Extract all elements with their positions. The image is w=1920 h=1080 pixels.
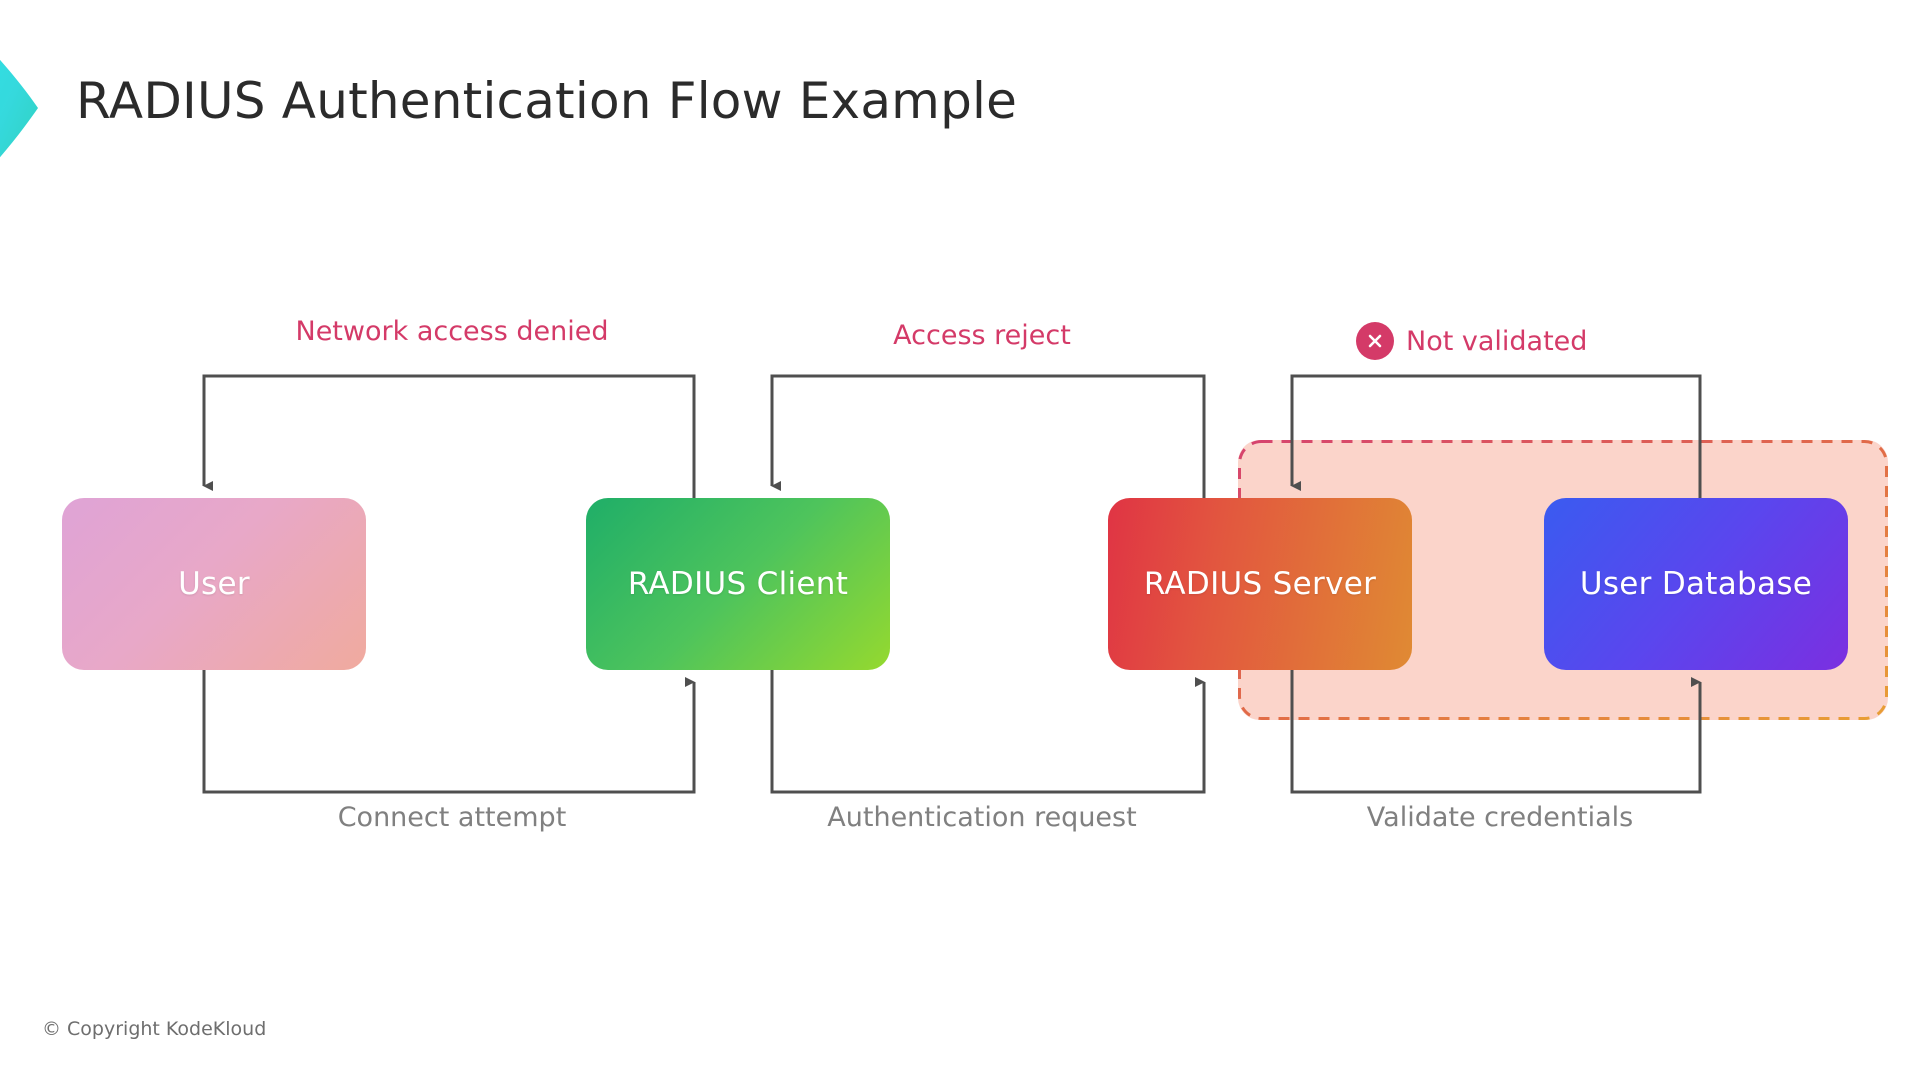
node-user[interactable]: User: [62, 498, 366, 670]
edge-validate-credentials: [1290, 670, 1702, 794]
copyright-notice: © Copyright KodeKloud: [42, 1018, 267, 1040]
node-user-label: User: [178, 566, 250, 602]
edge-label-access-reject: Access reject: [893, 320, 1071, 351]
status-badge-label: Not validated: [1406, 325, 1588, 357]
node-radius-client-label: RADIUS Client: [627, 566, 849, 602]
edge-label-network-access-denied: Network access denied: [295, 316, 609, 347]
node-user-database-label: User Database: [1579, 566, 1813, 602]
node-radius-server-label: RADIUS Server: [1143, 566, 1377, 602]
edge-not-validated: [1290, 374, 1702, 498]
edge-connect-attempt: [202, 670, 696, 794]
node-radius-server[interactable]: RADIUS Server: [1108, 498, 1412, 670]
edge-label-connect-attempt: Connect attempt: [337, 802, 567, 833]
edge-network-access-denied: [202, 374, 696, 498]
node-user-database[interactable]: User Database: [1544, 498, 1848, 670]
edge-label-validate-credentials: Validate credentials: [1366, 802, 1634, 833]
page-title: RADIUS Authentication Flow Example: [76, 72, 1018, 130]
node-radius-client[interactable]: RADIUS Client: [586, 498, 890, 670]
edge-authentication-request: [770, 670, 1206, 794]
edge-label-authentication-request: Authentication request: [827, 802, 1137, 833]
status-badge-not-validated: Not validated: [1356, 322, 1587, 360]
circle-x-icon: [1356, 322, 1394, 360]
edge-access-reject: [770, 374, 1206, 498]
